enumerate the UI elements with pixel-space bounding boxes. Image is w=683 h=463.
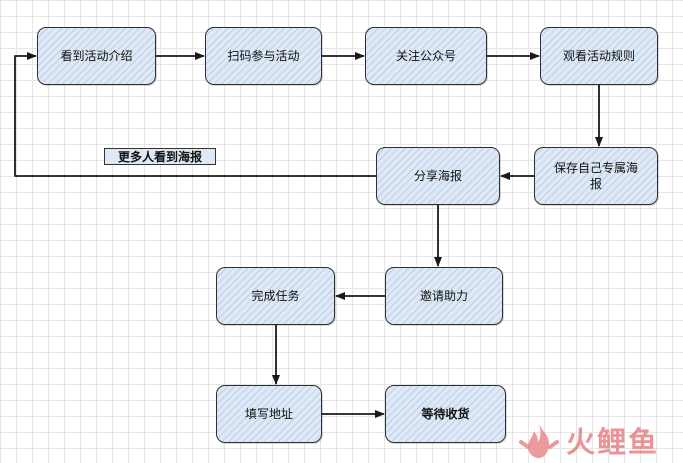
fire-icon xyxy=(519,423,559,458)
node-invite-help: 邀请助力 xyxy=(385,267,503,325)
node-scan-to-join: 扫码参与活动 xyxy=(205,27,322,85)
edge-share-to-learn xyxy=(14,52,376,177)
edge-label-more-people: 更多人看到海报 xyxy=(104,148,216,165)
watermark-text: 火鲤鱼 xyxy=(566,425,660,459)
node-complete-task: 完成任务 xyxy=(216,267,335,325)
node-save-poster: 保存自己专属海报 xyxy=(534,147,658,205)
node-fill-address: 填写地址 xyxy=(216,385,322,443)
node-share-poster: 分享海报 xyxy=(376,147,500,205)
node-view-rules: 观看活动规则 xyxy=(540,27,658,85)
node-follow-official-account: 关注公众号 xyxy=(365,27,487,85)
watermark-logo: 火鲤鱼 xyxy=(516,420,666,460)
node-learn-about-activity: 看到活动介绍 xyxy=(37,27,156,85)
node-wait-for-delivery: 等待收货 xyxy=(385,385,506,443)
